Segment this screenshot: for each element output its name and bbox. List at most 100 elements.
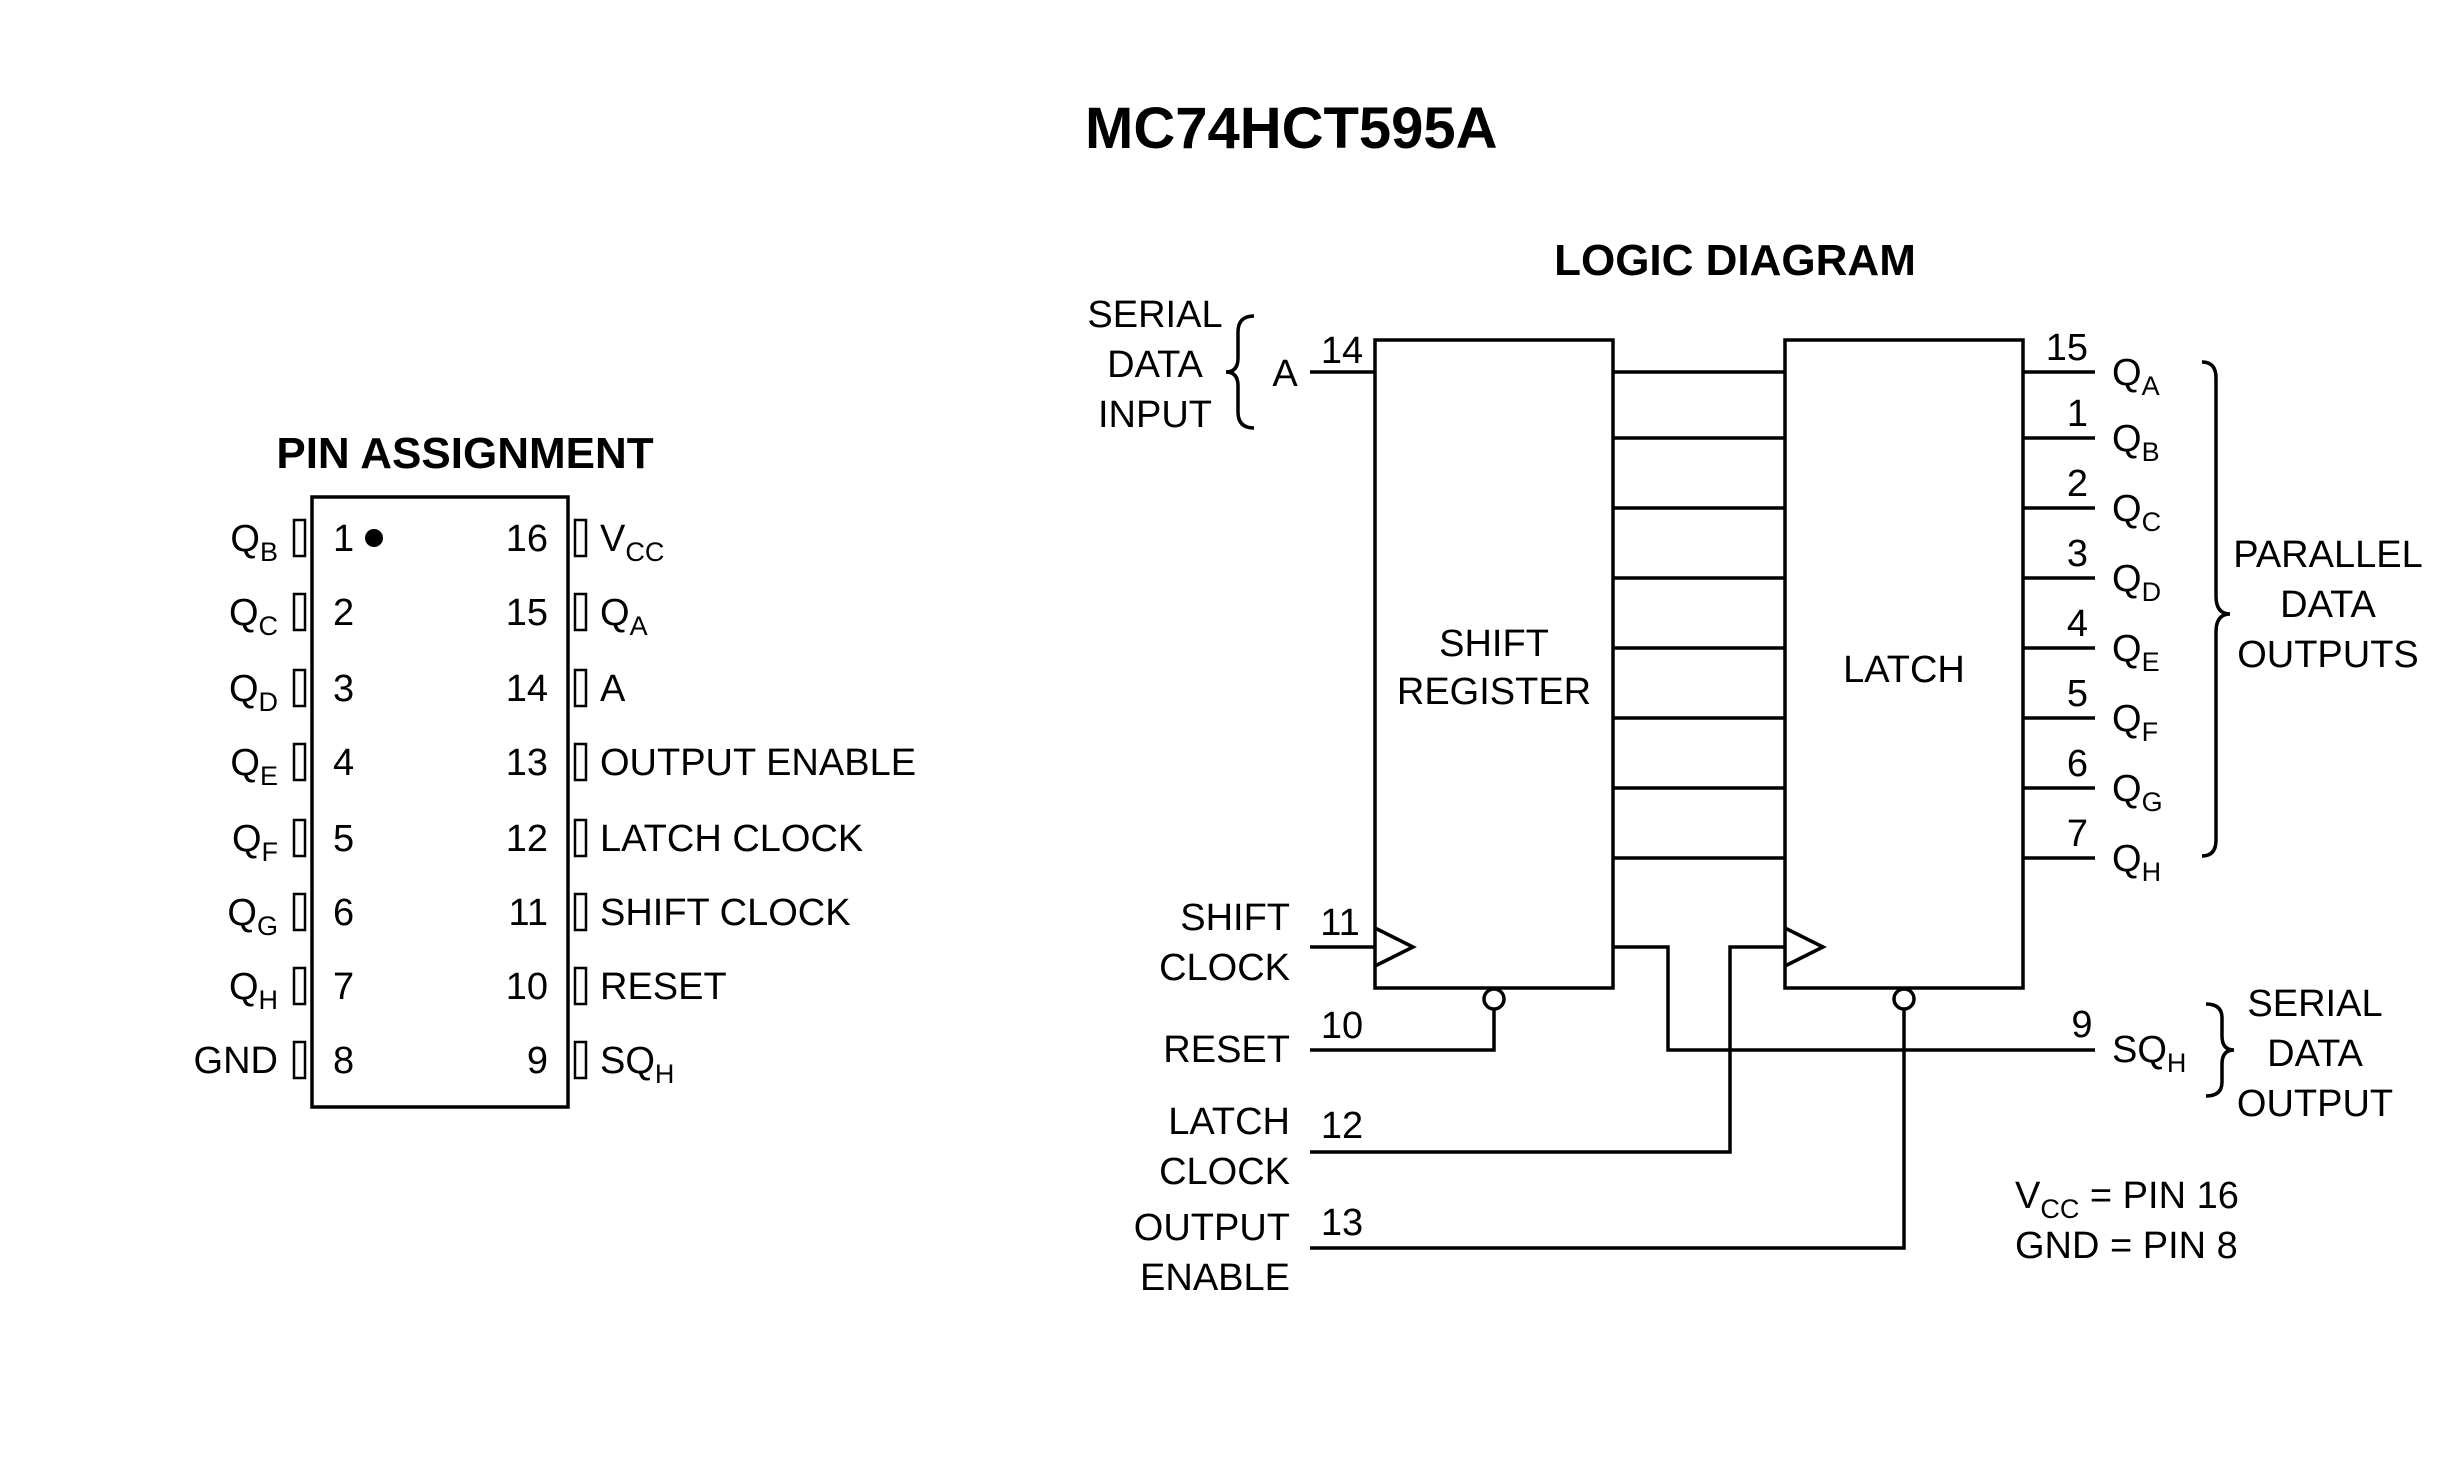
pin-3-lead [292, 668, 307, 708]
pin-14-number: 14 [506, 668, 548, 710]
reset-label: RESET [1163, 1029, 1290, 1071]
pin-2-number: 2 [333, 592, 354, 634]
output-pin-number-qe: 4 [2067, 603, 2088, 645]
pin-4-number: 4 [333, 742, 354, 784]
output-label-qb-sub: B [2142, 437, 2160, 467]
output-label-qd-sub: D [2142, 577, 2162, 607]
output-label-qg-sub: G [2142, 787, 2163, 817]
pin1-marker-dot [365, 529, 383, 547]
pin-12-lead [573, 818, 588, 858]
pin-6-label: QG [227, 892, 278, 941]
enable-inversion-bubble [1892, 987, 1916, 1011]
pin-16-label: VCC [600, 518, 664, 567]
parallel-outputs-label-line3: OUTPUTS [2237, 634, 2419, 676]
output-pin-number-qc: 2 [2067, 463, 2088, 505]
power-note-vcc-sub: CC [2040, 1194, 2079, 1224]
output-label-qh: QH [2112, 838, 2161, 887]
output-label-qc-sub: C [2142, 507, 2162, 537]
power-note-gnd-text: = PIN 8 [2099, 1225, 2237, 1267]
pin-2-label-sub: C [259, 611, 279, 641]
pin-9-number: 9 [527, 1040, 548, 1082]
output-pin-number-qd: 3 [2067, 533, 2088, 575]
pin-5-number: 5 [333, 818, 354, 860]
pin-14-lead [573, 668, 588, 708]
pin-5-label-name: Q [232, 818, 262, 860]
pin-10-label: RESET [600, 966, 727, 1008]
pin-3-number: 3 [333, 668, 354, 710]
output-label-qc-name: Q [2112, 488, 2142, 530]
power-note-vcc-name: V [2015, 1175, 2041, 1217]
serial-input-label-line2: DATA [1107, 344, 1203, 386]
pin-9-lead [573, 1040, 588, 1080]
output-label-qb-name: Q [2112, 418, 2142, 460]
pin-6-number: 6 [333, 892, 354, 934]
pin-8-label: GND [194, 1040, 278, 1082]
pin-12-label: LATCH CLOCK [600, 818, 863, 860]
pin-7-lead [292, 966, 307, 1006]
shift-clock-triangle [1374, 926, 1417, 968]
pin-10-number: 10 [506, 966, 548, 1008]
output-label-qf: QF [2112, 698, 2158, 747]
output-pin-number-qf: 5 [2067, 673, 2088, 715]
pin-15-number: 15 [506, 592, 548, 634]
pin-6-label-sub: G [257, 911, 278, 941]
pin-6-label-name: Q [227, 892, 257, 934]
output-label-qg: QG [2112, 768, 2163, 817]
power-note-vcc: VCC = PIN 16 [2015, 1175, 2239, 1224]
output-enable-pin-number: 13 [1321, 1202, 1363, 1244]
pin-1-label: QB [230, 518, 278, 567]
serial-input-signal: A [1272, 353, 1298, 395]
pin-7-label: QH [229, 966, 278, 1015]
serial-input-label-line3: INPUT [1098, 394, 1212, 436]
pin-16-lead [573, 518, 588, 558]
pin-9-label-sub: H [655, 1059, 675, 1089]
output-label-qb: QB [2112, 418, 2160, 467]
latch-block [1783, 338, 2025, 990]
serial-output-label-line1: SERIAL [2247, 983, 2382, 1025]
pin-13-lead [573, 742, 588, 782]
pin-6-lead [292, 892, 307, 932]
output-label-qe-sub: E [2142, 647, 2160, 677]
output-label-qh-name: Q [2112, 838, 2142, 880]
pin-13-label: OUTPUT ENABLE [600, 742, 916, 784]
ic-package-outline [310, 495, 570, 1109]
pin-1-lead [292, 518, 307, 558]
output-pin-number-qb: 1 [2067, 393, 2088, 435]
pin-assignment: PIN ASSIGNMENT 1QB2QC3QD4QE5QF6QG7QH8GND… [194, 429, 916, 1109]
pin-3-label-sub: D [259, 687, 279, 717]
pin-15-label-sub: A [630, 611, 648, 641]
pin-1-label-sub: B [260, 537, 278, 567]
latch-label: LATCH [1843, 649, 1965, 691]
parallel-outputs-label-line2: DATA [2280, 584, 2376, 626]
power-note-vcc-text: = PIN 16 [2079, 1175, 2238, 1217]
output-pin-number-qg: 6 [2067, 743, 2088, 785]
pin-2-label: QC [229, 592, 278, 641]
pin-2-lead [292, 592, 307, 632]
serial-input-pin-number: 14 [1321, 330, 1363, 372]
parallel-outputs-brace [2201, 360, 2231, 858]
output-enable-label-line2: ENABLE [1140, 1257, 1290, 1299]
power-note-gnd: GND = PIN 8 [2015, 1225, 2238, 1267]
reset-wire [1310, 1009, 1496, 1052]
serial-output-pin-number: 9 [2071, 1004, 2092, 1046]
shift-register-block [1373, 338, 1615, 990]
pin-7-label-name: Q [229, 966, 259, 1008]
pin-7-label-sub: H [259, 985, 279, 1015]
register-to-latch-buses [1613, 370, 1785, 860]
output-enable-wire [1310, 1009, 1906, 1250]
output-label-qd-name: Q [2112, 558, 2142, 600]
pin-4-label-sub: E [260, 761, 278, 791]
pin-11-number: 11 [509, 892, 548, 934]
output-label-qa-name: Q [2112, 352, 2142, 394]
output-label-qe-name: Q [2112, 628, 2142, 670]
pin-7-number: 7 [333, 966, 354, 1008]
shift-register-label-line1: SHIFT [1439, 623, 1549, 665]
serial-output-label-line2: DATA [2267, 1033, 2363, 1075]
reset-pin-number: 10 [1321, 1005, 1363, 1047]
serial-output-signal-sub: H [2167, 1048, 2187, 1078]
pin-8-number: 8 [333, 1040, 354, 1082]
logic-diagram-heading: LOGIC DIAGRAM [1554, 236, 1916, 285]
pin-11-label: SHIFT CLOCK [600, 892, 851, 934]
